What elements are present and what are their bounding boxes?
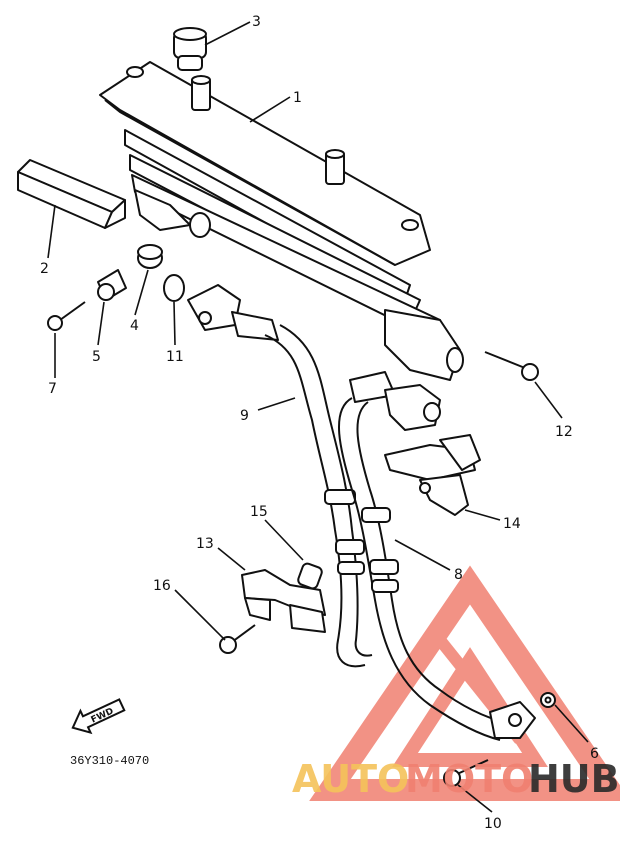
bolt-part-7 [47,301,86,331]
washer-part-6 [540,692,556,708]
damper-part [97,269,127,301]
grommet-part [173,27,207,71]
callout-2: 2 [40,261,49,277]
callout-13: 13 [196,536,214,552]
protector-part [17,159,126,229]
callout-4: 4 [130,318,139,334]
callout-16: 16 [153,578,171,594]
callout-15: 15 [250,504,268,520]
collar-part [137,244,163,269]
oil-hose-9 [264,324,373,668]
callout-5: 5 [92,349,101,365]
oil-cooler [99,61,464,381]
hose-fitting-right [349,371,441,431]
bracket-part-14 [384,434,481,516]
callout-10: 10 [484,816,502,832]
o-ring-part [163,274,185,302]
callout-11: 11 [166,349,184,365]
oil-hose-8 [338,397,536,741]
callout-9: 9 [240,408,249,424]
watermark-hub: HUB [528,757,620,801]
part-code: 36Y310-4070 [70,754,149,768]
callout-6: 6 [590,746,599,762]
clamp-part-13 [241,569,326,633]
callout-7: 7 [48,381,57,397]
callout-labels: 1 2 3 4 5 6 7 8 9 10 11 12 13 14 15 16 [40,14,599,832]
bolt-part-12 [484,351,539,381]
watermark-text: AUTO MOTO HUB [292,757,620,801]
callout-3: 3 [252,14,261,30]
collar-part-15 [297,562,323,590]
forward-arrow-badge: FWD [71,698,126,735]
callout-14: 14 [503,516,521,532]
watermark-auto: AUTO [292,757,409,801]
callout-12: 12 [555,424,573,440]
watermark-moto: MOTO [405,757,533,801]
callout-1: 1 [293,90,302,106]
bolt-part-10 [443,759,489,787]
hose-fitting-left [187,284,279,341]
bolt-part-16 [219,624,256,654]
leader-lines [47,21,589,813]
callout-8: 8 [454,567,463,583]
